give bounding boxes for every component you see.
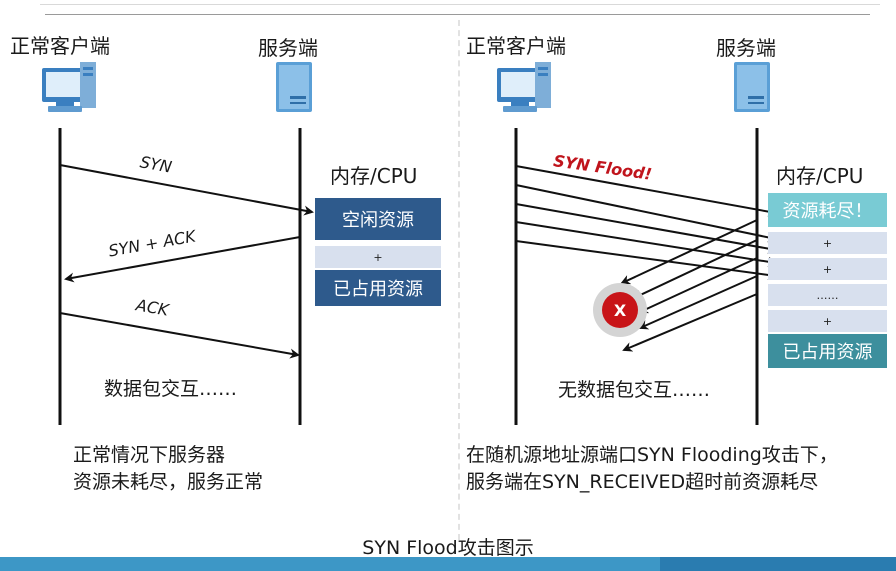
figure-caption: SYN Flood攻击图示 <box>362 537 534 559</box>
ack-arrow <box>59 312 300 359</box>
left-server-label: 服务端 <box>258 36 318 60</box>
synack-return-arrow <box>622 293 758 352</box>
right-client-label: 正常客户端 <box>466 34 566 58</box>
resource-plus-row: + <box>768 310 887 332</box>
resource-plus-row: + <box>768 232 887 254</box>
flood-arrow <box>515 221 778 267</box>
exchange-text: 数据包交互…… <box>104 378 238 400</box>
resource-plus-row: + <box>315 246 441 268</box>
desktop-computer-icon <box>42 62 96 112</box>
desktop-computer-icon <box>497 62 551 112</box>
right-note-line2: 服务端在SYN_RECEIVED超时前资源耗尽 <box>466 471 819 493</box>
synack-return-arrow <box>638 275 758 330</box>
synack-arrow <box>64 236 301 283</box>
synack-return-arrow <box>632 239 758 300</box>
flood-arrow <box>515 165 778 217</box>
right-server-label: 服务端 <box>716 36 776 60</box>
panel-divider <box>458 20 460 540</box>
left-memory-label: 内存/CPU <box>330 164 418 188</box>
footer-band-accent <box>660 557 896 571</box>
synack-return-arrow <box>638 257 758 314</box>
resource-plus-row: + <box>768 258 887 280</box>
flood-arrow <box>515 184 778 243</box>
left-client-label: 正常客户端 <box>10 34 110 58</box>
right-memory-label: 内存/CPU <box>776 164 864 188</box>
resource-idle-box: 空闲资源 <box>315 198 441 240</box>
server-tower-icon <box>734 62 770 112</box>
resource-used-box: 已占用资源 <box>315 270 441 306</box>
resource-used-box: 已占用资源 <box>768 334 887 368</box>
top-rule <box>45 14 870 15</box>
synack-return-arrow <box>620 219 758 285</box>
left-note-line2: 资源未耗尽，服务正常 <box>73 471 264 493</box>
syn-arrow <box>59 164 314 216</box>
resource-dots-row: …… <box>768 284 887 306</box>
resource-exhausted-box: 资源耗尽！ <box>768 193 887 227</box>
top-frame <box>40 0 880 5</box>
server-tower-icon <box>276 62 312 112</box>
stop-x-mark: X <box>602 292 638 328</box>
left-note-line1: 正常情况下服务器 <box>73 444 226 466</box>
stop-x-icon: X <box>593 283 647 337</box>
no-exchange-text: 无数据包交互…… <box>558 379 711 401</box>
right-note-line1: 在随机源地址源端口SYN Flooding攻击下， <box>466 444 838 466</box>
flood-arrow <box>515 203 778 254</box>
